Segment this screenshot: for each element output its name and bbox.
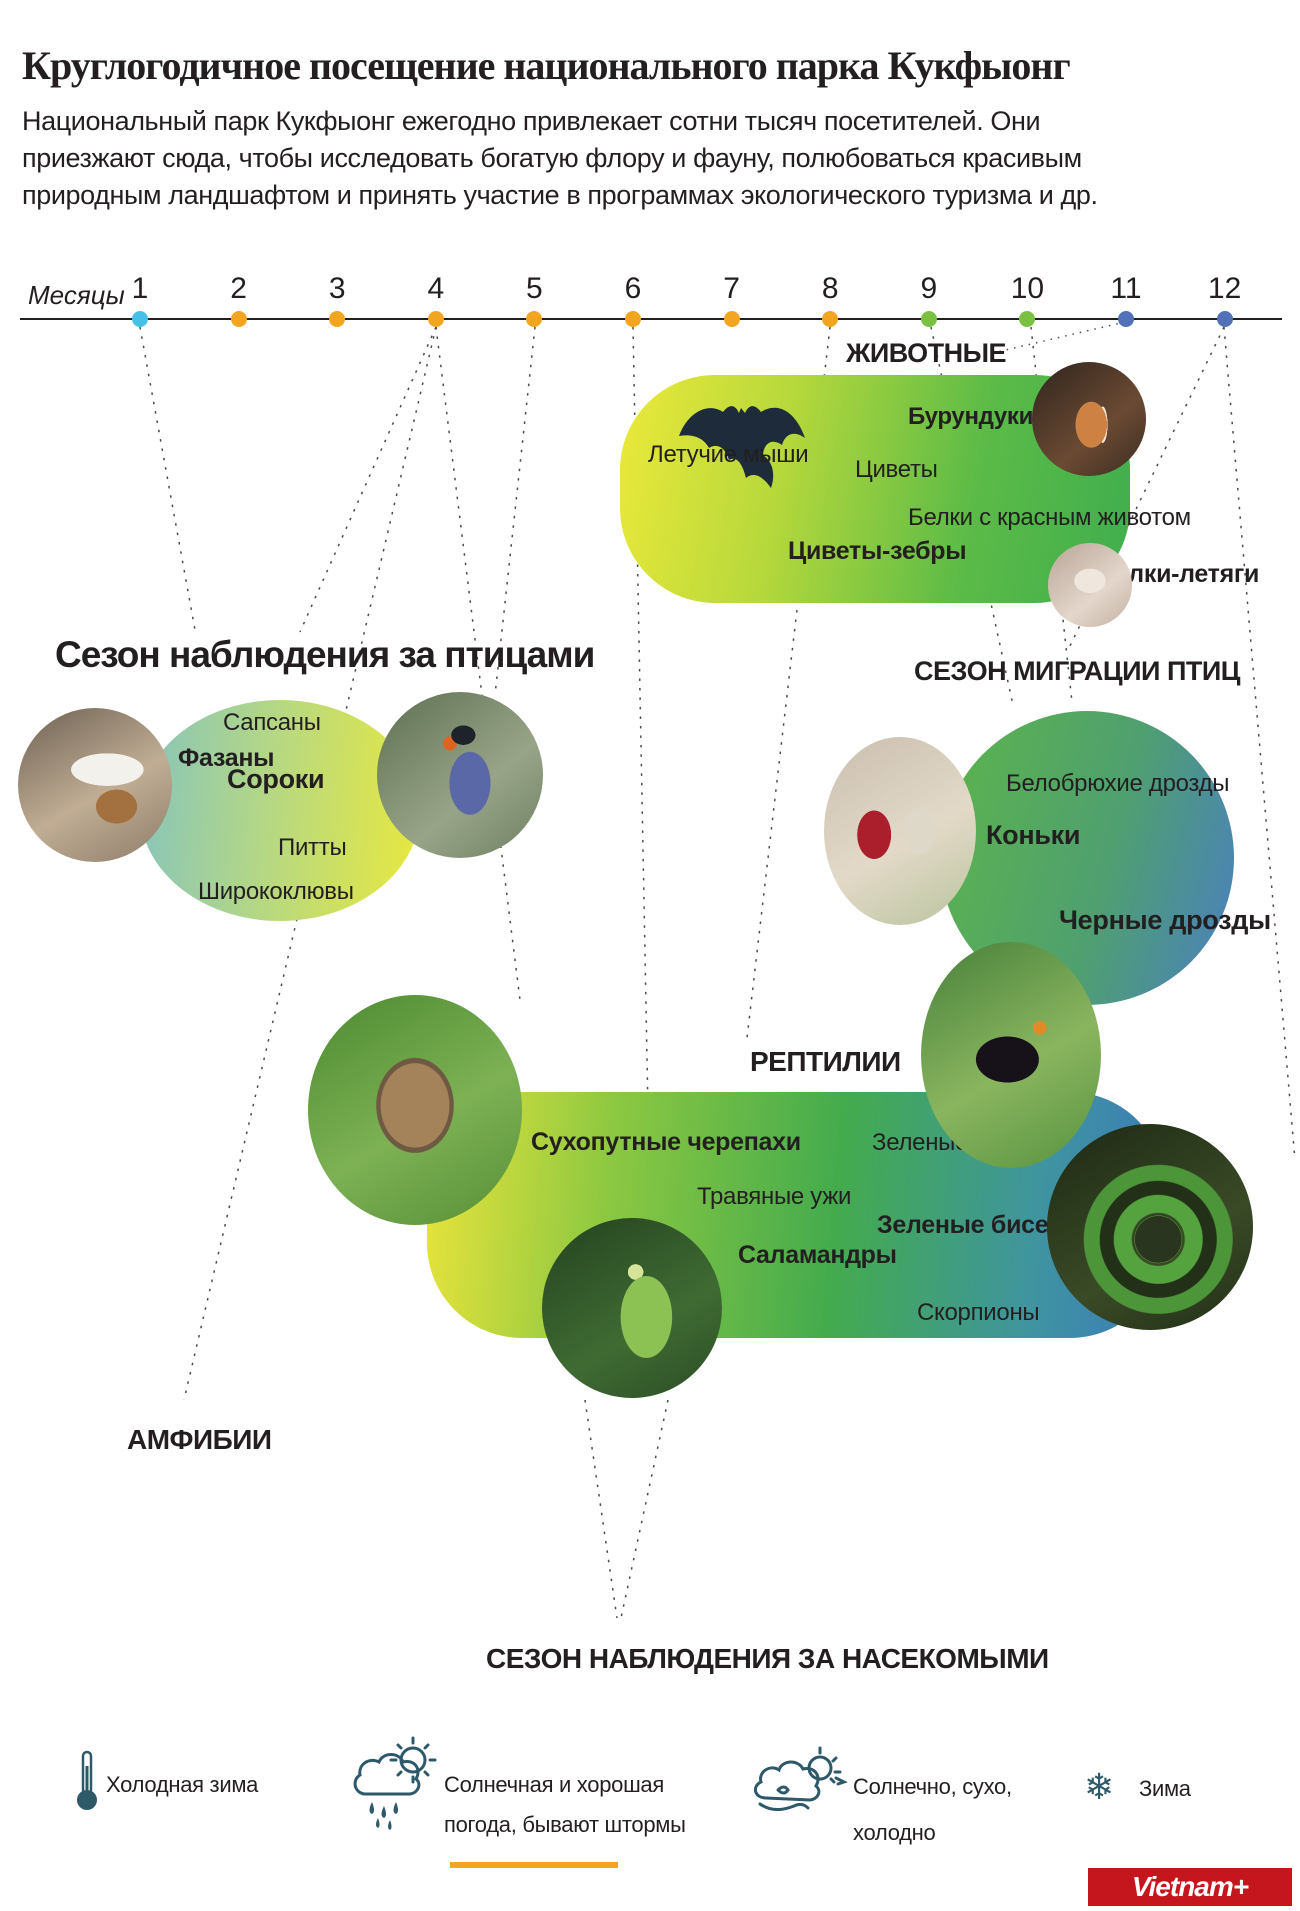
sun-cloud-rain-icon xyxy=(353,1736,437,1830)
chipmunk-photo xyxy=(1032,362,1146,476)
birdwatching-heading: Сезон наблюдения за птицами xyxy=(55,634,595,675)
timeline-dot-5 xyxy=(526,311,543,327)
blackbird-photo xyxy=(921,942,1101,1168)
timeline-month-2: 2 xyxy=(230,272,247,305)
legend-cold-winter-label: Холодная зима xyxy=(106,1772,259,1797)
timeline-month-7: 7 xyxy=(723,272,740,305)
bat-icon xyxy=(679,406,805,488)
vietnamplus-logo: Vietnam+ xyxy=(1088,1868,1292,1906)
timeline-dot-2 xyxy=(230,311,247,327)
iguana-photo xyxy=(542,1218,722,1398)
birdwatching-season-blob xyxy=(140,700,420,921)
green-viper-photo xyxy=(1047,1124,1253,1330)
red-avadavat-photo xyxy=(824,737,976,925)
timeline-dot-3 xyxy=(329,311,346,327)
timeline-month-5: 5 xyxy=(526,272,543,305)
timeline-month-1: 1 xyxy=(131,272,149,305)
timeline-dot-11 xyxy=(1118,311,1134,327)
timeline-month-10: 10 xyxy=(1010,272,1045,305)
timeline-dot-8 xyxy=(822,311,839,327)
timeline-dot-7 xyxy=(723,311,740,327)
reptiles-item-salamanders: Саламандры xyxy=(738,1241,897,1269)
timeline-months-label: Месяцы xyxy=(28,280,125,310)
timeline-dot-1 xyxy=(132,311,148,327)
sun-cloud-wind-icon xyxy=(753,1746,848,1811)
intro-line-3: природным ландшафтом и принять участие в… xyxy=(22,180,1098,210)
birdwatching-item-broadbills: Ширококлювы xyxy=(198,878,354,905)
timeline-month-12: 12 xyxy=(1207,272,1242,305)
legend-sunny-storms-label-line1: Солнечная и хорошая xyxy=(444,1772,664,1797)
animals-item-red-belly-squirrels: Белки с красным животом xyxy=(908,504,1191,531)
timeline-month-9: 9 xyxy=(920,272,938,305)
animals-item-chipmunks: Бурундуки xyxy=(908,403,1034,430)
insects-heading: СЕЗОН НАБЛЮДЕНИЯ ЗА НАСЕКОМЫМИ xyxy=(486,1643,1049,1674)
timeline-dot-6 xyxy=(625,311,641,327)
flying-squirrel-photo xyxy=(1048,543,1132,627)
timeline-month-4: 4 xyxy=(427,272,445,305)
birdwatching-item-pittas: Питты xyxy=(278,834,347,861)
timeline-dot-10 xyxy=(1019,311,1036,327)
intro-line-1: Национальный парк Кукфыонг ежегодно прив… xyxy=(22,106,1041,136)
legend-sunny-dry-label-line2: холодно xyxy=(853,1820,936,1845)
timeline-month-11: 11 xyxy=(1110,272,1142,305)
legend-sunny-storms-label-line2: погода, бывают штормы xyxy=(444,1812,686,1837)
pheasant-photo xyxy=(18,708,172,862)
snowflake-icon: ❄ xyxy=(1084,1766,1115,1807)
timeline-dot-9 xyxy=(920,311,937,327)
legend-winter-label: Зима xyxy=(1139,1776,1191,1801)
migration-item-white-bellied-thrushes: Белобрюхие дрозды xyxy=(1006,770,1230,797)
magpie-photo xyxy=(377,692,543,858)
birdwatching-item-pheasants: Фазаны xyxy=(178,744,275,772)
timeline-axis xyxy=(20,318,1282,320)
thermometer-icon xyxy=(77,1750,97,1810)
birdwatching-item-magpies: Сороки xyxy=(227,764,325,794)
tortoise-photo xyxy=(308,995,522,1225)
timeline-month-8: 8 xyxy=(821,272,839,305)
reptiles-heading: РЕПТИЛИИ xyxy=(750,1046,901,1077)
migration-item-blackbirds: Черные дрозды xyxy=(1059,905,1271,935)
timeline-month-3: 3 xyxy=(328,272,346,305)
migration-item-pipits: Коньки xyxy=(986,820,1081,850)
animals-item-bats: Летучие мыши xyxy=(648,441,809,468)
page-title: Круглогодичное посещение национального п… xyxy=(22,43,1071,88)
intro-line-2: приезжают сюда, чтобы исследовать богату… xyxy=(22,143,1082,173)
amphibians-heading: АМФИБИИ xyxy=(127,1424,272,1455)
reptiles-item-grass-snakes: Травяные ужи xyxy=(697,1183,852,1210)
reptiles-item-green-vipers: Зеленые бисе xyxy=(877,1211,1049,1239)
animals-item-zebra-civets: Циветы-зебры xyxy=(788,537,967,565)
timeline-dot-4 xyxy=(427,311,444,327)
birdwatching-item-falcons: Сапсаны xyxy=(223,709,321,736)
migration-heading: СЕЗОН МИГРАЦИИ ПТИЦ xyxy=(914,656,1240,686)
civet-photo xyxy=(625,489,777,641)
legend-sunny-dry-label-line1: Солнечно, сухо, xyxy=(853,1774,1012,1799)
legend-storms-underline xyxy=(450,1862,618,1868)
timeline-month-6: 6 xyxy=(624,272,642,305)
animals-heading: ЖИВОТНЫЕ xyxy=(846,338,1007,368)
reptiles-item-tortoises: Сухопутные черепахи xyxy=(531,1128,801,1156)
animals-item-civets: Циветы xyxy=(855,456,938,483)
timeline-dot-12 xyxy=(1216,311,1233,327)
reptiles-item-scorpions: Скорпионы xyxy=(917,1299,1040,1326)
